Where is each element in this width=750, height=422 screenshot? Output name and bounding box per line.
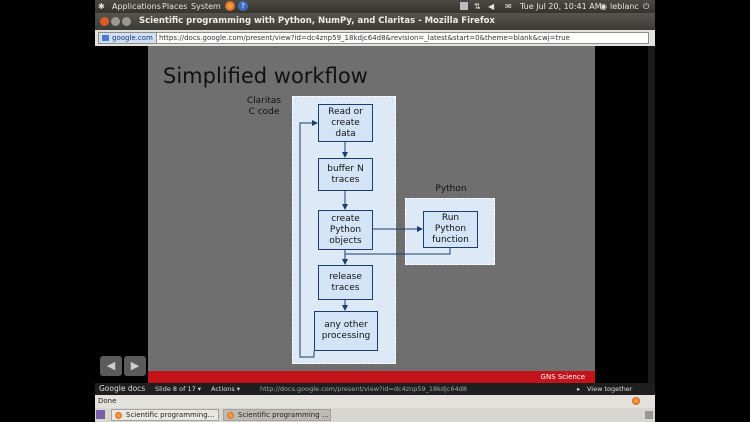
addon-icon[interactable] <box>632 397 640 405</box>
ubuntu-logo-icon[interactable]: ✱ <box>98 2 105 11</box>
gdocs-toolbar: Google docs Slide 8 of 17 ▾ Actions ▾ ht… <box>95 383 655 395</box>
claritas-label: Claritas C code <box>246 96 282 117</box>
url-text: https://docs.google.com/present/view?id=… <box>159 34 570 42</box>
taskbar-item-2[interactable]: Scientific programming ... <box>223 409 331 421</box>
slide-footer-band: GNS Science <box>148 371 595 383</box>
url-field[interactable]: google.com https://docs.google.com/prese… <box>98 32 649 44</box>
google-docs-logo: Google docs <box>99 384 146 393</box>
node-read-create-data: Read or create data <box>318 104 373 142</box>
scrollbar[interactable] <box>648 46 655 383</box>
user-icon: ◉ <box>600 2 607 11</box>
user-name[interactable]: leblanc <box>610 2 639 11</box>
slide-footer-text: GNS Science <box>540 373 585 381</box>
window-titlebar: Scientific programming with Python, NumP… <box>95 13 655 30</box>
firefox-icon <box>115 412 122 419</box>
taskbar-item-2-label: Scientific programming ... <box>238 411 329 419</box>
site-identity-label: google.com <box>112 34 153 42</box>
python-label: Python <box>435 184 467 194</box>
mail-icon[interactable]: ✉ <box>505 2 512 11</box>
workspace-icon[interactable] <box>460 2 468 10</box>
arrow-run-return <box>345 248 451 255</box>
site-identity-button[interactable]: google.com <box>99 33 157 43</box>
volume-icon[interactable]: ◀ <box>488 2 495 11</box>
view-together-icon: ▸ <box>577 385 581 393</box>
maximize-window-button[interactable] <box>122 17 131 26</box>
window-title: Scientific programming with Python, NumP… <box>139 16 495 26</box>
network-icon[interactable]: ⇅ <box>474 2 481 11</box>
taskbar-item-1-label: Scientific programming... <box>126 411 215 419</box>
slide: Simplified workflow Claritas C code Pyth… <box>148 46 595 383</box>
firefox-icon <box>227 412 234 419</box>
flow-arrows <box>299 120 451 358</box>
help-icon[interactable]: ? <box>238 1 248 11</box>
taskbar-item-1[interactable]: Scientific programming... <box>111 409 219 421</box>
firefox-launcher-icon[interactable] <box>225 1 235 11</box>
arrow-loop-back <box>299 120 318 358</box>
menu-applications[interactable]: Applications <box>112 2 161 11</box>
menu-places[interactable]: Places <box>162 2 188 11</box>
trash-icon[interactable] <box>645 411 653 419</box>
site-favicon-icon <box>102 35 109 41</box>
node-run-python-function: Run Python function <box>423 211 478 248</box>
previous-slide-button[interactable]: ◀ <box>100 356 122 376</box>
menu-system[interactable]: System <box>191 2 221 11</box>
close-window-button[interactable] <box>100 17 109 26</box>
status-bar: Done <box>95 395 655 408</box>
view-together-button[interactable]: View together <box>587 385 633 393</box>
status-text: Done <box>98 397 117 405</box>
node-buffer-traces: buffer N traces <box>318 158 373 191</box>
power-icon[interactable]: ⏻ <box>643 2 650 11</box>
navigation-toolbar: google.com https://docs.google.com/prese… <box>95 30 655 46</box>
slide-counter[interactable]: Slide 8 of 17 ▾ <box>155 385 202 393</box>
node-release-traces: release traces <box>318 265 373 300</box>
show-desktop-icon[interactable] <box>96 410 105 419</box>
clock[interactable]: Tue Jul 20, 10:41 AM <box>520 2 602 11</box>
next-slide-button[interactable]: ▶ <box>124 356 146 376</box>
minimize-window-button[interactable] <box>111 17 120 26</box>
node-other-processing: any other processing <box>314 311 378 351</box>
gnome-top-panel: ✱ Applications Places System ? ⇅ ◀ ✉ Tue… <box>95 0 655 13</box>
presentation-link[interactable]: http://docs.google.com/present/view?id=d… <box>260 385 467 393</box>
slide-title: Simplified workflow <box>163 64 368 88</box>
node-create-python-objects: create Python objects <box>318 210 373 250</box>
taskbar: Scientific programming... Scientific pro… <box>95 408 655 422</box>
actions-menu[interactable]: Actions ▾ <box>211 385 241 393</box>
